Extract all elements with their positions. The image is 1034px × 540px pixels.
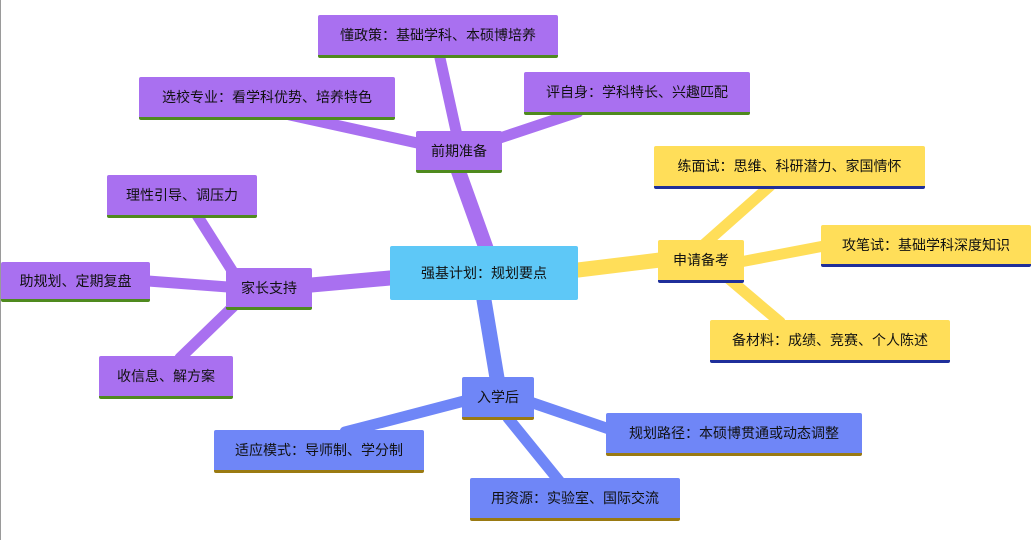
branch-parents[interactable]: 家长支持 <box>226 268 312 310</box>
edge-prep-school <box>284 109 446 154</box>
leaf-prep-self[interactable]: 评自身：学科特长、兴趣匹配 <box>524 72 750 115</box>
leaf-prep-policy[interactable]: 懂政策：基础学科、本硕博培养 <box>318 15 558 58</box>
leaf-after-adapt[interactable]: 适应模式：导师制、学分制 <box>214 430 424 473</box>
edge-center-parents <box>292 270 398 294</box>
leaf-parents-guide[interactable]: 理性引导、调压力 <box>107 175 257 218</box>
edge-after-resource <box>502 412 566 488</box>
edge-after-path <box>524 396 618 436</box>
edge-prep-policy <box>434 52 464 146</box>
leaf-apply-materials[interactable]: 备材料：成绩、竞赛、个人陈述 <box>710 320 950 363</box>
leaf-prep-school[interactable]: 选校专业：看学科优势、培养特色 <box>139 77 395 120</box>
edge-center-prep <box>450 162 494 256</box>
edge-apply-materials <box>722 272 786 328</box>
edge-center-apply <box>570 252 668 278</box>
leaf-parents-plan[interactable]: 助规划、定期复盘 <box>1 262 150 302</box>
branch-after[interactable]: 入学后 <box>462 377 534 420</box>
edge-center-after <box>476 292 505 386</box>
center-node[interactable]: 强基计划：规划要点 <box>390 246 578 300</box>
leaf-after-path[interactable]: 规划路径：本硕博贯通或动态调整 <box>606 413 862 456</box>
branch-prep[interactable]: 前期准备 <box>416 131 502 173</box>
leaf-parents-info[interactable]: 收信息、解方案 <box>99 356 233 399</box>
edge-after-adapt <box>339 394 474 438</box>
edge-apply-interview <box>694 180 776 254</box>
edge-parents-plan <box>142 275 234 293</box>
canvas-left-border <box>0 0 1 540</box>
edge-apply-written <box>734 240 830 268</box>
leaf-after-resource[interactable]: 用资源：实验室、国际交流 <box>470 478 680 521</box>
branch-apply[interactable]: 申请备考 <box>658 240 744 283</box>
leaf-apply-interview[interactable]: 练面试：思维、科研潜力、家国情怀 <box>654 146 925 189</box>
leaf-apply-written[interactable]: 攻笔试：基础学科深度知识 <box>821 225 1031 267</box>
